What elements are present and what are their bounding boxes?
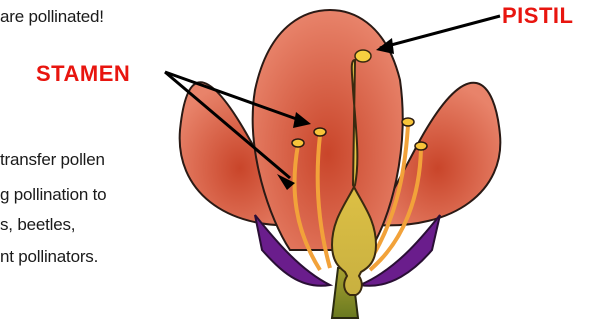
arrow-pistil xyxy=(380,16,500,48)
stamen-anther-2 xyxy=(314,128,326,136)
stamen-label: STAMEN xyxy=(36,61,130,87)
pistil-label: PISTIL xyxy=(502,3,573,29)
pistil-stigma xyxy=(355,50,371,62)
stamen-anther-3 xyxy=(402,118,414,126)
stamen-anther-4 xyxy=(415,142,427,150)
petal-center xyxy=(253,10,403,250)
stamen-anther-1 xyxy=(292,139,304,147)
